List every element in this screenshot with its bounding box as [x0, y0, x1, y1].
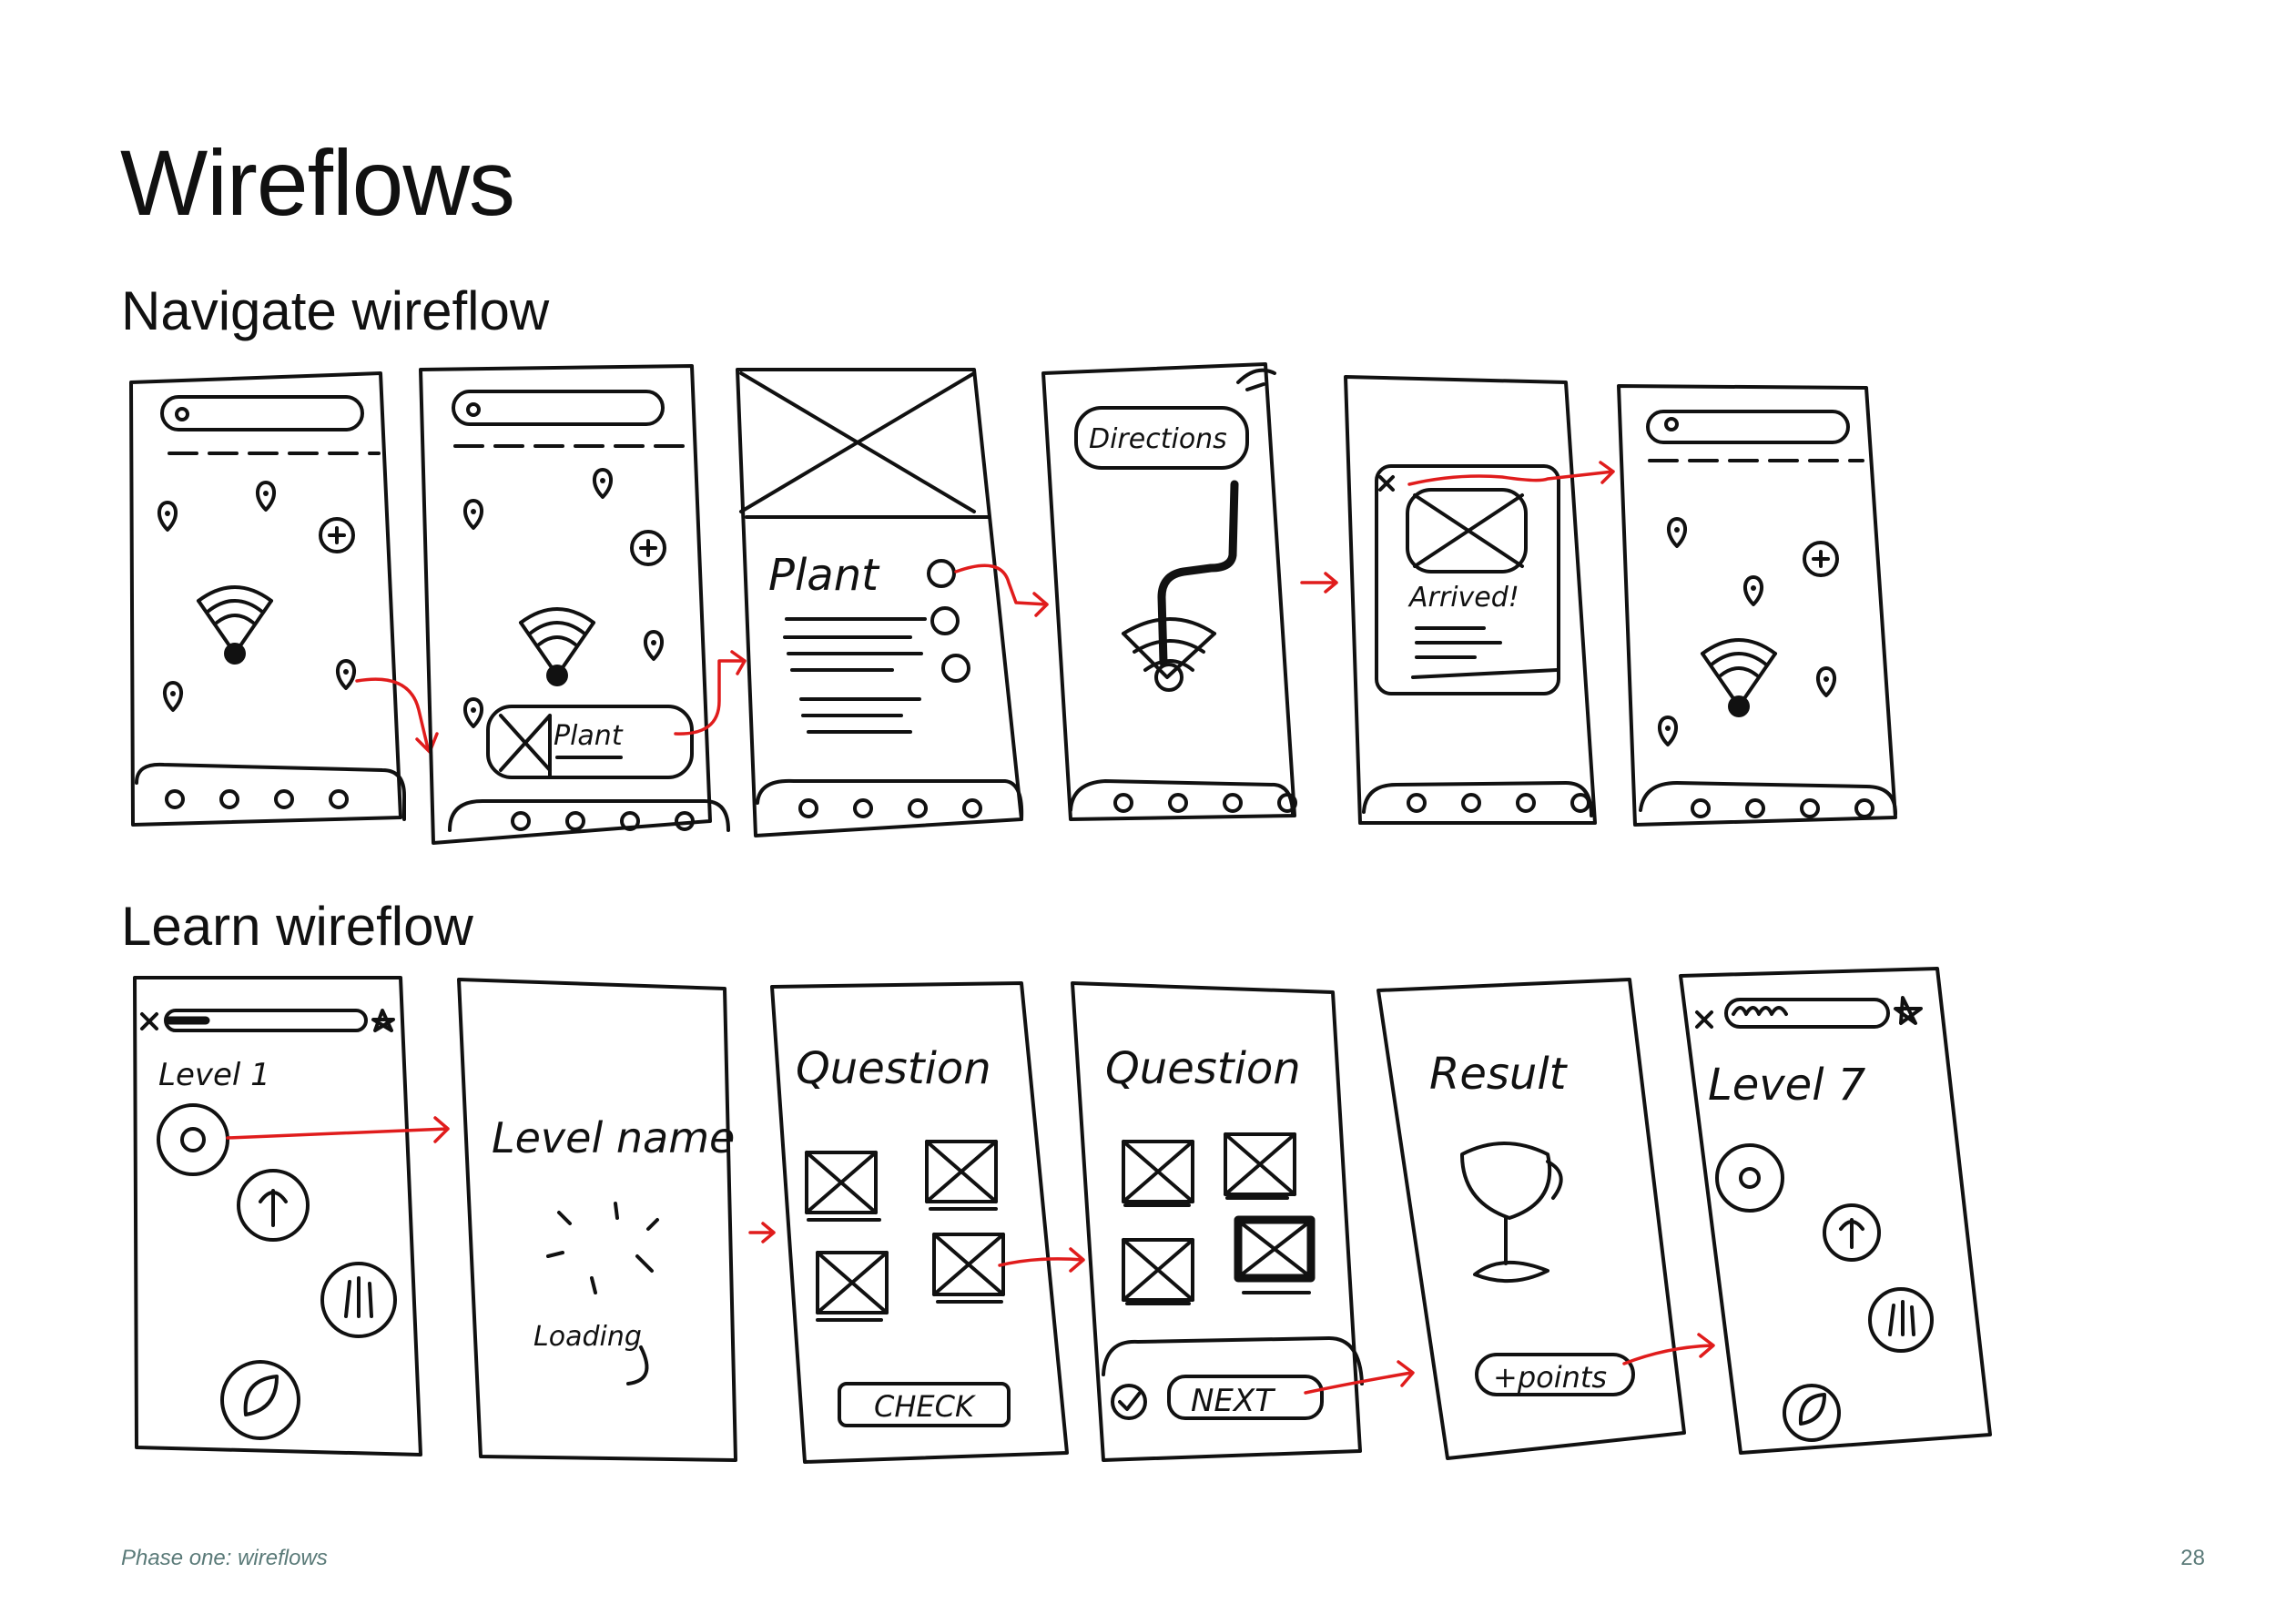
navigate-heading: Navigate wireflow	[121, 280, 550, 341]
loading-label: Loading	[533, 1321, 642, 1353]
arrow-4	[1300, 572, 1338, 594]
learn-frame-level1: Level 1	[133, 976, 422, 1457]
learn-frame-level7: Level 7	[1679, 967, 1992, 1455]
nav-frame-map-card: Plant	[419, 364, 730, 845]
nav-frame-directions: Directions	[1041, 362, 1297, 821]
learn-arrow-5	[1622, 1333, 1715, 1365]
directions-label: Directions	[1089, 423, 1227, 455]
result-label: Result	[1429, 1049, 1569, 1100]
learn-arrow-1	[226, 1116, 450, 1143]
learn-heading: Learn wireflow	[121, 896, 473, 957]
arrived-label: Arrived!	[1407, 582, 1519, 614]
nav-frame-plant-detail: Plant	[736, 368, 1024, 837]
learn-arrow-2	[748, 1222, 776, 1243]
next-button-label: NEXT	[1191, 1383, 1275, 1419]
learn-arrow-4	[1304, 1360, 1415, 1395]
arrow-3	[954, 563, 1049, 617]
level1-label: Level 1	[158, 1057, 270, 1093]
question2-label: Question	[1105, 1043, 1301, 1094]
question1-label: Question	[796, 1043, 991, 1094]
level7-label: Level 7	[1708, 1060, 1866, 1111]
nav-frame-map-return	[1617, 384, 1897, 827]
plant-card-label: Plant	[554, 720, 624, 752]
arrow-2	[674, 650, 747, 736]
footer-caption: Phase one: wireflows	[121, 1546, 328, 1570]
plant-detail-title: Plant	[768, 550, 880, 601]
level-name-label: Level name	[492, 1113, 735, 1162]
page-title: Wireflows	[120, 131, 515, 235]
nav-frame-arrived: Arrived!	[1344, 375, 1597, 825]
arrow-5	[1407, 461, 1615, 486]
learn-arrow-3	[998, 1247, 1085, 1273]
learn-frame-result: Result +points	[1377, 978, 1686, 1460]
learn-frame-question-check: Question CHECK	[770, 981, 1069, 1464]
nav-frame-map	[129, 371, 406, 827]
points-label: +points	[1493, 1360, 1607, 1395]
learn-frame-question-next: Question NEXT	[1071, 981, 1364, 1462]
check-button-label: CHECK	[874, 1389, 977, 1424]
learn-frame-loading: Level name Loading	[457, 978, 737, 1462]
page-number: 28	[2180, 1546, 2205, 1570]
